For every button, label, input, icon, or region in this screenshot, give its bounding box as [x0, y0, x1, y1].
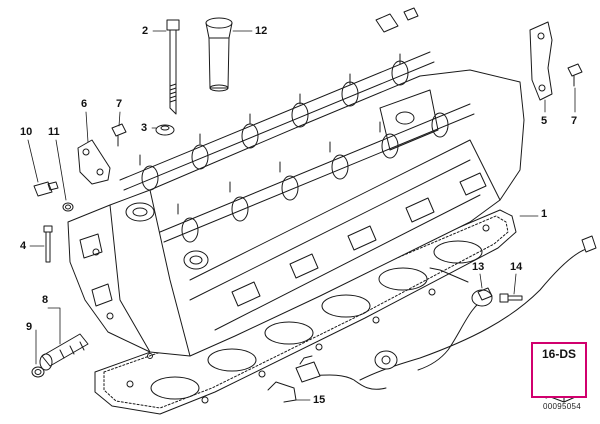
callout-1: 1	[541, 208, 548, 220]
bracket-bolt-left	[111, 123, 127, 147]
callout-11: 11	[48, 126, 60, 138]
callout-7-right: 7	[571, 115, 578, 127]
callout-10: 10	[20, 126, 33, 138]
callout-12: 12	[255, 25, 268, 37]
bracket-bolt-right	[567, 63, 583, 87]
callout-3: 3	[141, 122, 148, 134]
callout-15: 15	[313, 394, 326, 406]
harness-clip	[267, 381, 297, 403]
sealing-ring	[62, 202, 74, 212]
parts-kit-callout-box: 16-DS	[531, 342, 587, 398]
harness-connector-end	[581, 235, 597, 253]
cylinder-head-bolt	[166, 19, 180, 115]
engine-lifting-bracket-front	[77, 139, 111, 185]
callout-2: 2	[142, 25, 149, 37]
callout-16-ds: 16-DS	[541, 347, 576, 361]
leader-line-6	[85, 111, 89, 143]
leader-line-7-left	[118, 111, 121, 127]
leader-line-10	[27, 139, 39, 183]
callout-8: 8	[42, 294, 49, 306]
leader-lines	[27, 30, 576, 401]
callout-7-left: 7	[116, 98, 123, 110]
diagram-reference-number: 00095054	[543, 402, 581, 411]
callout-6: 6	[81, 98, 88, 110]
temperature-sensor	[33, 181, 59, 197]
knock-sensor-rear	[471, 287, 493, 307]
callout-14: 14	[510, 261, 523, 273]
engine-lifting-bracket-rear	[529, 21, 553, 101]
callout-13: 13	[472, 261, 485, 273]
exhaust-camshaft	[159, 103, 475, 243]
harness-plug	[295, 355, 321, 383]
bearing-cap-bolts	[139, 7, 419, 215]
knock-sensor-front	[374, 350, 398, 370]
washer	[155, 124, 175, 136]
leader-line-11	[55, 139, 67, 201]
leader-line-8	[47, 307, 61, 345]
leader-line-14	[513, 273, 517, 295]
leader-line-13	[479, 273, 483, 289]
callout-9: 9	[26, 321, 33, 333]
knock-sensor-screw	[499, 293, 523, 303]
callout-5: 5	[541, 115, 548, 127]
callout-4: 4	[20, 240, 27, 252]
valve-seal-ring	[31, 366, 45, 378]
spark-plug-tube	[205, 17, 233, 92]
long-bolt	[43, 225, 53, 263]
oil-pressure-valve	[39, 333, 89, 371]
